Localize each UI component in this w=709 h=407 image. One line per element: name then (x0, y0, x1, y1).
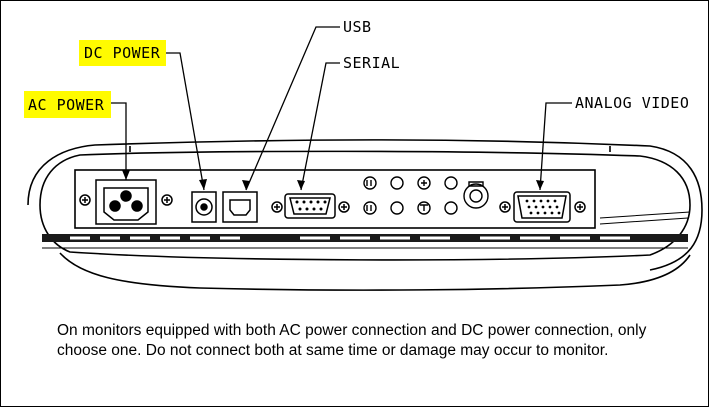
analog-video-port (499, 191, 586, 223)
monitor-body (27, 139, 703, 291)
dc-power-leader (165, 52, 205, 191)
ac-power-label: AC POWER (28, 96, 105, 114)
leader-arrowheads (122, 170, 544, 190)
dc-power-highlight (79, 40, 166, 66)
analog-video-label: ANALOG VIDEO (575, 94, 689, 112)
warning-caption: On monitors equipped with both AC power … (57, 322, 647, 359)
dc-power-label: DC POWER (84, 44, 161, 62)
serial-leader (300, 62, 340, 191)
usb-label: USB (343, 18, 372, 36)
connector-panel (74, 169, 596, 229)
serial-label: SERIAL (343, 54, 400, 72)
analog-video-leader (539, 102, 572, 191)
ac-power-highlight (24, 91, 111, 118)
control-buttons (363, 176, 489, 215)
vent-grille (42, 234, 688, 249)
usb-port (222, 191, 258, 223)
serial-port (271, 193, 350, 219)
dc-power-jack (191, 191, 217, 223)
usb-leader (245, 26, 340, 191)
leader-lines (110, 26, 572, 191)
ac-power-leader (110, 102, 127, 180)
ac-power-socket (79, 179, 173, 225)
